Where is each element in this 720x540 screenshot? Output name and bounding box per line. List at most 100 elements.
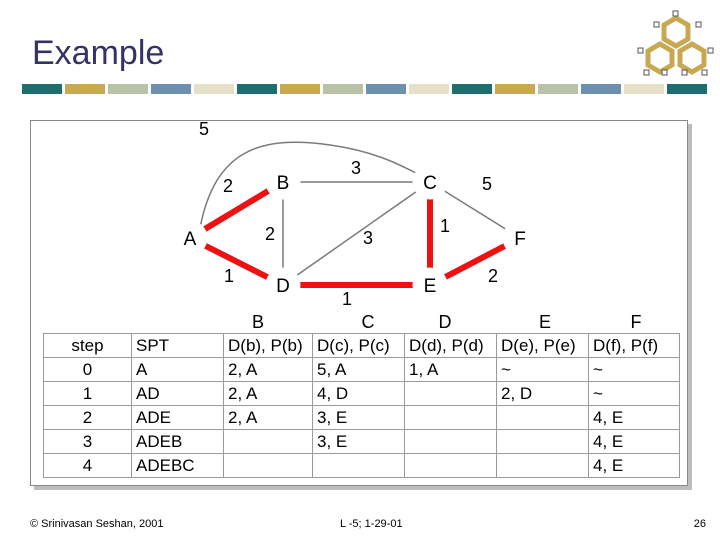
edge-weight-D-E: 1 xyxy=(342,289,352,309)
edge-weight-E-F: 2 xyxy=(488,266,498,286)
color-bar-segment xyxy=(151,84,191,94)
table-cell: 4, D xyxy=(312,381,405,406)
table-header-row: step SPT D(b), P(b) D(c), P(c) D(d), P(d… xyxy=(43,333,680,358)
table-cell: 4, E xyxy=(588,453,680,478)
edge-weight-A-D: 1 xyxy=(224,266,234,286)
table-cell: 5, A xyxy=(312,357,405,382)
table-cell xyxy=(223,453,313,478)
table-cell: ~ xyxy=(588,381,680,406)
edge-weight-A-C: 5 xyxy=(199,119,209,139)
table-row: 3 ADEB 3, E 4, E xyxy=(43,429,680,454)
edge-A-C xyxy=(199,141,421,229)
table-cell xyxy=(496,453,589,478)
table-row: 4 ADEBC 4, E xyxy=(43,453,680,478)
color-bar-segment xyxy=(452,84,492,94)
node-label-E: E xyxy=(424,276,437,297)
node-E xyxy=(412,267,448,303)
table-cell: 4, E xyxy=(588,405,680,430)
footer-copyright: © Srinivasan Seshan, 2001 xyxy=(30,518,164,530)
molecule-logo-icon xyxy=(637,10,714,76)
node-label-B: B xyxy=(277,173,290,194)
color-bar-segment xyxy=(194,84,234,94)
table-cell xyxy=(404,381,497,406)
edge-A-B xyxy=(188,179,285,241)
node-label-A: A xyxy=(184,229,197,250)
table-cell xyxy=(223,429,313,454)
table-cell: 2, A xyxy=(223,357,313,382)
color-bar-segment xyxy=(108,84,148,94)
dijkstra-table: step SPT D(b), P(b) D(c), P(c) D(d), P(d… xyxy=(43,333,680,478)
node-label-F: F xyxy=(514,229,526,250)
table-cell: ~ xyxy=(588,357,680,382)
column-top-label: F xyxy=(631,312,642,332)
edge-C-F xyxy=(429,181,521,239)
node-F xyxy=(502,220,538,256)
column-top-label: C xyxy=(362,312,375,332)
column-top-label: B xyxy=(252,312,264,332)
table-cell: 0 xyxy=(43,357,132,382)
table-cell: 2, D xyxy=(496,381,589,406)
table-cell: 3, E xyxy=(312,429,405,454)
node-label-C: C xyxy=(423,173,437,194)
slide-title: Example xyxy=(32,34,165,72)
color-bar-segment xyxy=(280,84,320,94)
edge-weight-C-E: 1 xyxy=(440,216,450,236)
table-cell: 1 xyxy=(43,381,132,406)
table-cell: 4, E xyxy=(588,429,680,454)
color-bar-segment xyxy=(667,84,707,94)
color-bar-segment xyxy=(237,84,277,94)
table-cell: ADE xyxy=(131,405,224,430)
node-C xyxy=(412,164,448,200)
node-label-D: D xyxy=(276,276,290,297)
color-bar-segment xyxy=(624,84,664,94)
table-row: 1 AD 2, A 4, D 2, D ~ xyxy=(43,381,680,406)
table-cell: 2, A xyxy=(223,405,313,430)
column-top-label: E xyxy=(539,312,551,332)
color-bar-segment xyxy=(495,84,535,94)
color-bar-segment xyxy=(538,84,578,94)
edge-weight-C-F: 5 xyxy=(482,174,492,194)
edge-D-C xyxy=(282,181,431,286)
table-cell: ~ xyxy=(496,357,589,382)
table-cell: A xyxy=(131,357,224,382)
header-cell: D(c), P(c) xyxy=(312,333,405,358)
node-D xyxy=(265,267,301,303)
edge-weight-D-C: 3 xyxy=(363,228,373,248)
color-bar-segment xyxy=(22,84,62,94)
decorative-color-bar xyxy=(22,84,710,94)
header-cell: SPT xyxy=(131,333,224,358)
table-cell: ADEBC xyxy=(131,453,224,478)
table-cell xyxy=(496,405,589,430)
header-cell: D(b), P(b) xyxy=(223,333,313,358)
table-cell xyxy=(404,405,497,430)
color-bar-segment xyxy=(581,84,621,94)
color-bar-segment xyxy=(366,84,406,94)
column-top-label: D xyxy=(439,312,452,332)
table-cell: 3, E xyxy=(312,405,405,430)
color-bar-segment xyxy=(65,84,105,94)
footer-lecture-id: L -5; 1-29-01 xyxy=(340,518,403,530)
edge-weight-B-C: 3 xyxy=(351,158,361,178)
table-cell: 1, A xyxy=(404,357,497,382)
node-B xyxy=(265,164,301,200)
table-cell: 2 xyxy=(43,405,132,430)
table-cell xyxy=(404,453,497,478)
header-cell: step xyxy=(43,333,132,358)
table-cell xyxy=(404,429,497,454)
table-cell: 2, A xyxy=(223,381,313,406)
color-bar-segment xyxy=(323,84,363,94)
header-cell: D(d), P(d) xyxy=(404,333,497,358)
table-cell: 3 xyxy=(43,429,132,454)
page-number: 26 xyxy=(693,518,706,530)
table-cell: 4 xyxy=(43,453,132,478)
edge-weight-B-D: 2 xyxy=(265,224,275,244)
table-cell: ADEB xyxy=(131,429,224,454)
header-cell: D(f), P(f) xyxy=(588,333,680,358)
table-row: 2 ADE 2, A 3, E 4, E xyxy=(43,405,680,430)
node-A xyxy=(172,220,208,256)
table-cell xyxy=(496,429,589,454)
color-bar-segment xyxy=(409,84,449,94)
edge-weight-A-B: 2 xyxy=(223,176,233,196)
table-cell: AD xyxy=(131,381,224,406)
